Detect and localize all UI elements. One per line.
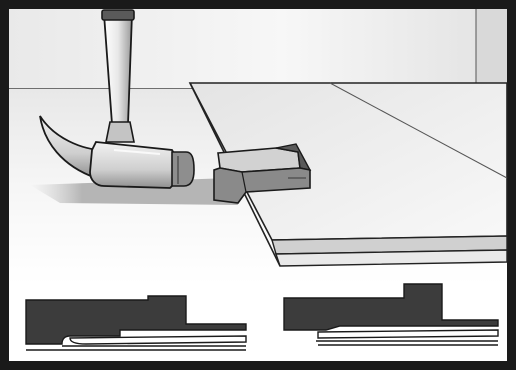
illustration-canvas (0, 0, 516, 370)
flooring-illustration (0, 0, 516, 370)
